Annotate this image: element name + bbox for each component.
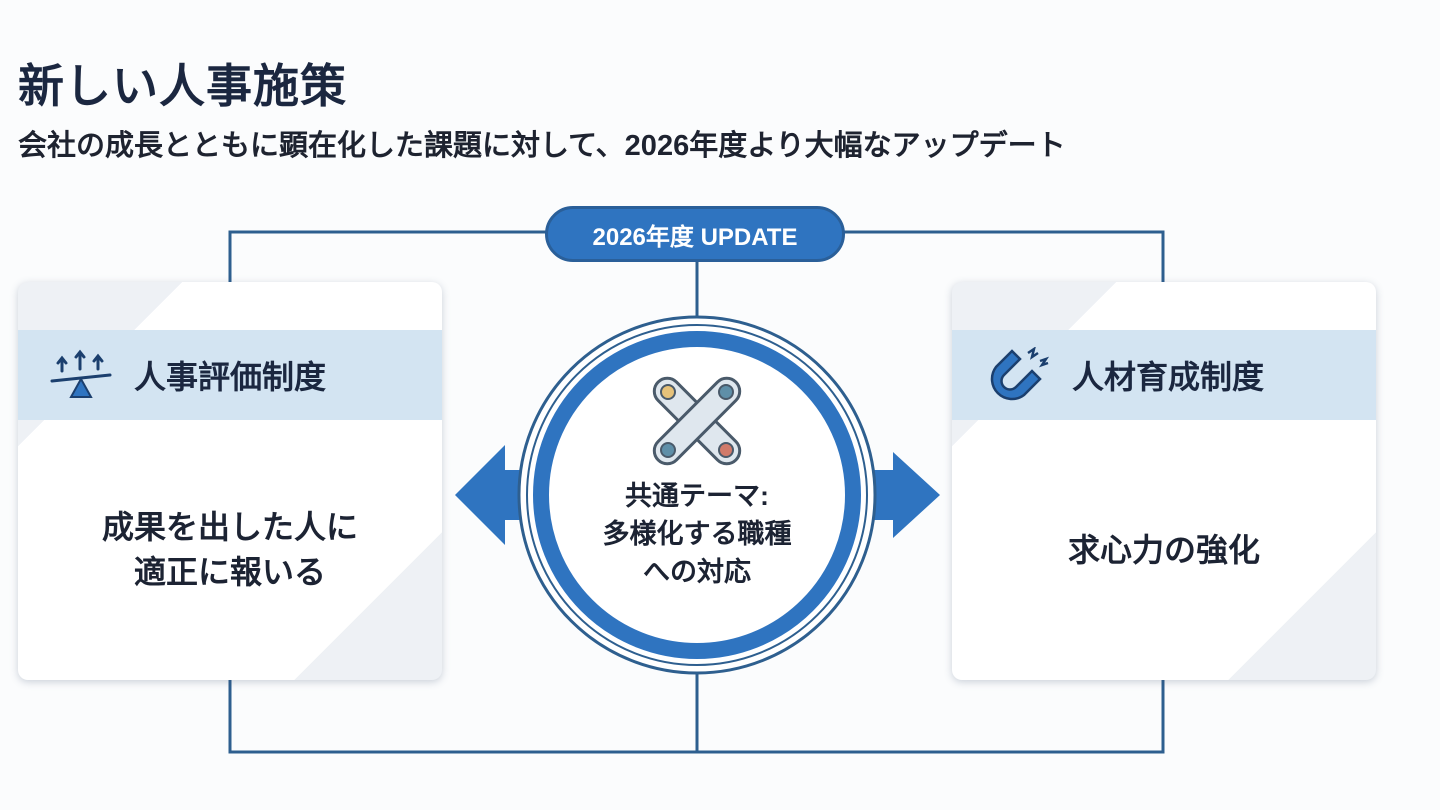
hub-blue-ring xyxy=(533,331,861,659)
magnet-icon xyxy=(990,347,1050,401)
card-header: 人事評価制度 xyxy=(18,330,442,420)
card-title: 人事評価制度 xyxy=(134,359,327,395)
hub-text-line: 共通テーマ: xyxy=(625,481,769,511)
card-text-line: 求心力の強化 xyxy=(1067,531,1260,568)
card-body: 成果を出した人に適正に報いる xyxy=(18,420,442,680)
card-evaluation: 人事評価制度 成果を出した人に適正に報いる xyxy=(18,282,442,680)
hub-middle-ring xyxy=(526,324,868,666)
balance-scale-arrows-icon xyxy=(50,349,112,398)
hub-theme-text: 共通テーマ: 多様化する職種 への対応 xyxy=(567,478,827,591)
hub-text-line: への対応 xyxy=(643,556,751,587)
hub-text-line: 多様化する職種 xyxy=(602,518,792,549)
card-header: 人材育成制度 xyxy=(952,330,1376,420)
card-text-line: 適正に報いる xyxy=(133,554,326,590)
connector-top-right xyxy=(842,230,1165,282)
card-body: 求心力の強化 xyxy=(952,420,1376,680)
page-subtitle: 会社の成長とともに顕在化した課題に対して、2026年度より大幅なアップデート xyxy=(18,130,1066,162)
card-development: 人材育成制度 求心力の強化 xyxy=(952,282,1376,680)
connector-top-left xyxy=(228,230,548,282)
card-title: 人材育成制度 xyxy=(1072,359,1265,395)
diverse-people-cross-icon xyxy=(652,376,742,466)
update-badge: 2026年度 UPDATE xyxy=(545,206,845,262)
page-title: 新しい人事施策 xyxy=(18,60,347,112)
card-text-line: 成果を出した人に xyxy=(101,509,358,546)
